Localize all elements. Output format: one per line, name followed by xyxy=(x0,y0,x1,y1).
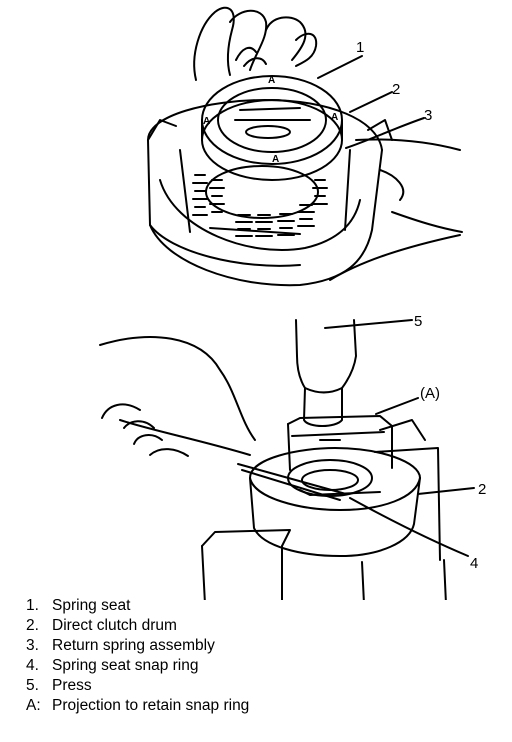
legend: 1. Spring seat 2. Direct clutch drum 3. … xyxy=(26,596,496,716)
legend-item: 4. Spring seat snap ring xyxy=(26,656,496,676)
hand-bottom xyxy=(99,336,256,457)
spring-seat-snap-ring xyxy=(237,459,373,501)
legend-text: Projection to retain snap ring xyxy=(52,697,250,714)
legend-item: 3. Return spring assembly xyxy=(26,636,496,656)
legend-item: 5. Press xyxy=(26,676,496,696)
legend-key: 4. xyxy=(26,657,39,674)
legend-text: Return spring assembly xyxy=(52,637,215,654)
legend-item: A: Projection to retain snap ring xyxy=(26,696,496,716)
callout-2-bottom: 2 xyxy=(478,481,486,498)
hand-right xyxy=(329,138,463,281)
legend-key: 2. xyxy=(26,617,39,634)
callout-a: (A) xyxy=(420,385,440,402)
legend-text: Spring seat xyxy=(52,597,131,614)
spring-seat-mark-a-bottom: A xyxy=(272,154,279,165)
spring-seat-mark-a-left: A xyxy=(203,116,210,127)
bottom-illustration xyxy=(99,319,475,600)
legend-key: 5. xyxy=(26,677,39,694)
direct-clutch-drum-top xyxy=(147,99,393,287)
legend-key: A: xyxy=(26,697,41,714)
press xyxy=(295,319,413,427)
callout-3: 3 xyxy=(424,107,432,124)
legend-item: 2. Direct clutch drum xyxy=(26,616,496,636)
callout-1: 1 xyxy=(356,39,364,56)
callout-2-top: 2 xyxy=(392,81,400,98)
top-illustration: A A A A xyxy=(147,6,463,287)
return-spring-assembly xyxy=(192,165,328,237)
legend-text: Spring seat snap ring xyxy=(52,657,199,674)
direct-clutch-drum-bottom xyxy=(249,415,426,557)
legend-key: 3. xyxy=(26,637,39,654)
legend-text: Press xyxy=(52,677,92,694)
spring-seat: A A A A xyxy=(201,75,343,181)
callout-4: 4 xyxy=(470,555,478,572)
callout-5: 5 xyxy=(414,313,422,330)
legend-text: Direct clutch drum xyxy=(52,617,177,634)
spring-seat-mark-a-top: A xyxy=(268,75,275,86)
support-blocks xyxy=(201,447,447,600)
legend-item: 1. Spring seat xyxy=(26,596,496,616)
hand-top xyxy=(193,6,318,81)
assembly-diagram: A A A A xyxy=(99,6,486,600)
spring-seat-mark-a-right: A xyxy=(331,112,338,123)
legend-key: 1. xyxy=(26,597,39,614)
